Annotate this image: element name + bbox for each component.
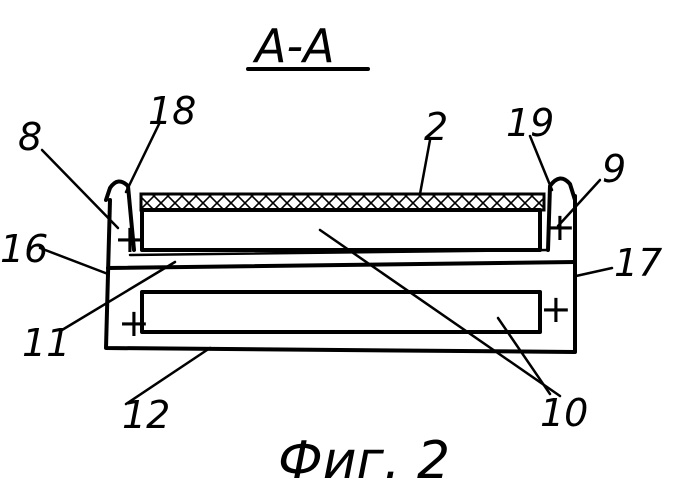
numeral-19: 19 [506,101,554,145]
numeral-9: 9 [602,147,626,191]
plus-sign-upper-left: + [114,217,146,261]
section-label: А-А [252,19,335,73]
hatched-layer-2 [141,194,544,210]
leader-16 [40,248,108,274]
numeral-16: 16 [0,227,48,271]
partition-11 [108,262,575,268]
leader-8 [42,150,118,228]
numeral-2: 2 [424,105,448,149]
leader-17 [576,268,612,276]
numeral-18: 18 [148,89,196,133]
leader-10-upper [320,230,560,396]
numeral-12: 12 [122,393,170,437]
leader-9 [558,180,600,226]
numeral-17: 17 [614,241,662,285]
numeral-11: 11 [22,321,70,365]
figure-caption: Фиг. 2 [278,431,450,491]
plus-sign-lower-right: + [540,287,572,331]
lower-battery [142,292,540,332]
plus-sign-lower-left: + [118,301,150,345]
numeral-8: 8 [18,115,42,159]
numeral-10: 10 [540,391,588,435]
